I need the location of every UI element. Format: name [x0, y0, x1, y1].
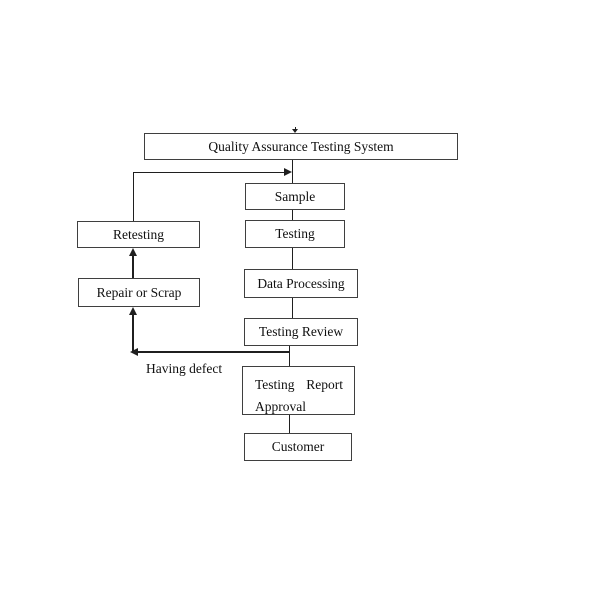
node-testing-report-approval: Testing Report Approval [242, 366, 355, 415]
edge-data-processing-to-review [292, 298, 293, 318]
edge-review-to-approval [289, 346, 290, 366]
node-label-part: Report [306, 377, 343, 392]
edge-having-defect-vertical [132, 314, 134, 352]
arrowhead-into-mainline-icon [284, 168, 292, 176]
arrowhead-having-defect-left-icon [130, 348, 138, 356]
node-label: Sample [274, 188, 316, 204]
node-customer: Customer [244, 433, 352, 461]
edge-repair-to-retesting [132, 255, 134, 278]
node-label: Testing Review [258, 324, 344, 340]
top-tick-stem [295, 127, 296, 130]
node-label: Data Processing [257, 275, 345, 291]
arrowhead-into-retesting-icon [129, 248, 137, 256]
edge-approval-to-customer [289, 415, 290, 433]
node-sample: Sample [245, 183, 345, 210]
node-label: Customer [271, 439, 325, 455]
node-testing-review: Testing Review [244, 318, 358, 346]
node-retesting: Retesting [77, 221, 200, 248]
edge-label-having-defect: Having defect [146, 361, 223, 376]
node-quality-assurance-testing-system: Quality Assurance Testing System [144, 133, 458, 160]
top-tick-arrowhead-icon [292, 129, 298, 133]
edge-testing-to-data-processing [292, 248, 293, 269]
node-label: Quality Assurance Testing System [208, 138, 394, 154]
node-label: Repair or Scrap [96, 284, 182, 300]
node-label: Testing [275, 226, 315, 242]
arrowhead-into-repair-icon [129, 307, 137, 315]
edge-retesting-up-segment [133, 172, 134, 221]
node-label-line1: Testing Report [255, 374, 343, 396]
node-repair-or-scrap: Repair or Scrap [78, 278, 200, 307]
edge-sample-to-testing [292, 210, 293, 220]
node-data-processing: Data Processing [244, 269, 358, 298]
edge-title-to-sample [292, 160, 293, 183]
node-testing: Testing [245, 220, 345, 248]
node-label: Retesting [113, 226, 164, 242]
node-label-part: Testing [255, 377, 295, 392]
node-label-line2: Approval [255, 399, 306, 414]
edge-retesting-to-mainline [133, 172, 284, 173]
edge-having-defect-horizontal [138, 351, 290, 353]
